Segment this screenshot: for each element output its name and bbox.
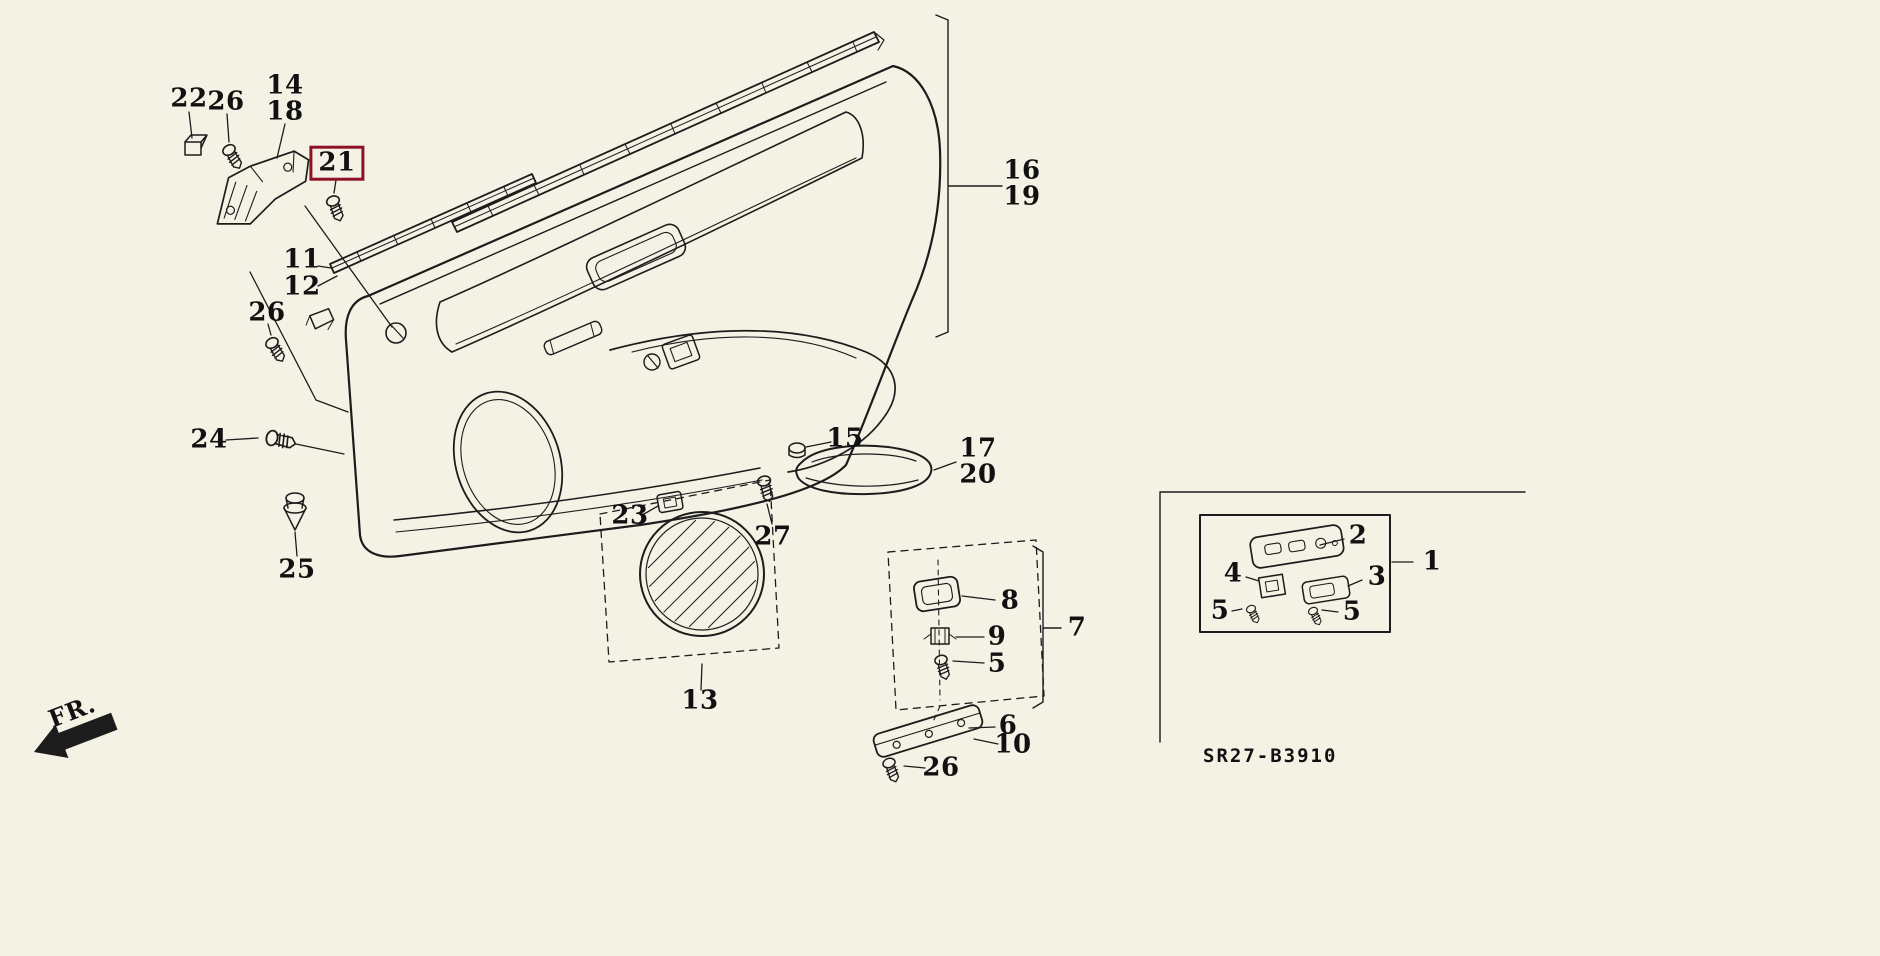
callout-17-13[interactable]: 17 — [959, 433, 997, 464]
callout-2-25[interactable]: 2 — [1348, 520, 1368, 551]
clip-9 — [923, 627, 957, 645]
callout-13-17[interactable]: 13 — [681, 685, 719, 716]
cap-8 — [913, 575, 961, 613]
callout-4-27[interactable]: 4 — [1223, 558, 1243, 589]
inset-corner-frame — [1159, 491, 1526, 743]
callout-25-9[interactable]: 25 — [278, 554, 316, 585]
callout-8-18[interactable]: 8 — [1000, 585, 1020, 616]
callout-27-15[interactable]: 27 — [754, 521, 792, 552]
fr-arrow-icon — [34, 712, 118, 759]
grommet-25 — [283, 492, 307, 531]
bracket-6-10 — [872, 704, 984, 758]
callout-5-20[interactable]: 5 — [987, 648, 1007, 679]
leader-lines — [188, 111, 1414, 769]
clip-23 — [656, 490, 684, 514]
callout-9-19[interactable]: 9 — [987, 621, 1007, 652]
armrest-17-20 — [795, 444, 933, 496]
callout-24-8[interactable]: 24 — [190, 424, 228, 455]
callout-22-0[interactable]: 22 — [170, 83, 208, 114]
callout-16-10[interactable]: 16 — [1003, 155, 1041, 186]
speaker-grille — [639, 511, 765, 637]
speaker-opening — [452, 390, 564, 534]
weatherstrip-molding — [451, 31, 885, 233]
callout-5-30[interactable]: 5 — [1342, 596, 1362, 627]
callout-5-29[interactable]: 5 — [1210, 595, 1230, 626]
switch-4 — [1257, 573, 1287, 599]
callout-21-4[interactable]: 21 — [309, 145, 365, 181]
callout-18-3[interactable]: 18 — [266, 96, 304, 127]
door-pull-recess — [585, 223, 687, 291]
callout-15-12[interactable]: 15 — [826, 423, 864, 454]
callout-19-11[interactable]: 19 — [1003, 181, 1041, 212]
panel-slot — [543, 320, 603, 356]
callout-26-24[interactable]: 26 — [922, 752, 960, 783]
molding-strip-11-12 — [329, 173, 537, 274]
handle-cutout — [661, 334, 701, 370]
callout-10-23[interactable]: 10 — [994, 729, 1032, 760]
bezel-3 — [1301, 575, 1351, 605]
callout-7-21[interactable]: 7 — [1067, 612, 1087, 643]
callout-6-22[interactable]: 6 — [998, 710, 1018, 741]
inset-box — [1199, 514, 1391, 633]
callout-11-5[interactable]: 11 — [283, 244, 321, 275]
cap-15 — [788, 442, 806, 459]
handle-bracket-14-18 — [216, 150, 310, 225]
clip-22 — [184, 134, 208, 156]
callout-20-14[interactable]: 20 — [959, 459, 997, 490]
callout-12-6[interactable]: 12 — [283, 271, 321, 302]
panel-hole — [385, 322, 407, 344]
speaker-assembly-13 — [599, 479, 780, 663]
callout-1-26[interactable]: 1 — [1422, 546, 1442, 577]
callout-26-1[interactable]: 26 — [207, 86, 245, 117]
diagram-code: SR27-B3910 — [1203, 745, 1337, 767]
bracket-group-7 — [872, 539, 1062, 785]
callout-23-16[interactable]: 23 — [611, 500, 649, 531]
callout-26-7[interactable]: 26 — [248, 297, 286, 328]
door-trim-panel — [344, 64, 942, 558]
callout-14-2[interactable]: 14 — [266, 70, 304, 101]
clip-26-mid — [305, 307, 335, 331]
assembly-bracket-16-19 — [935, 14, 1003, 338]
callout-3-28[interactable]: 3 — [1367, 561, 1387, 592]
